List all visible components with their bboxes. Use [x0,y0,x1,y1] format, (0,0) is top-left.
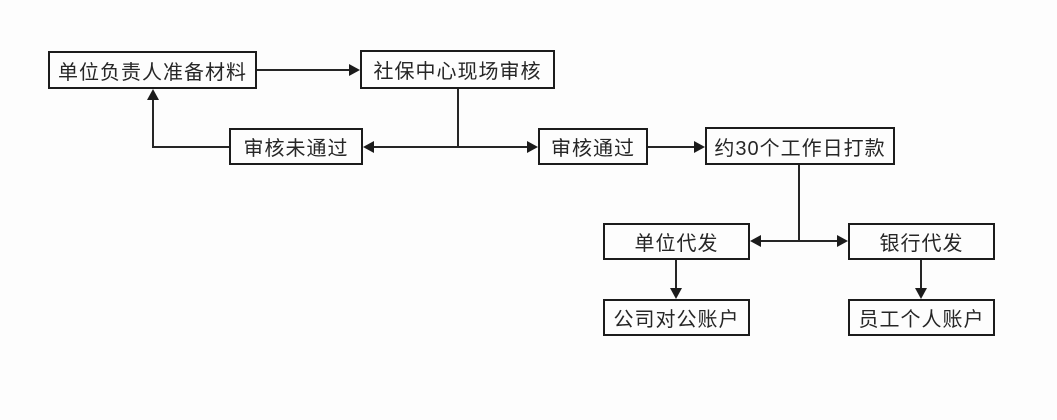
edge-to-review-passed-arrowhead-icon [527,141,538,153]
edge-failed-feedback-arrowhead-icon [147,89,159,100]
edge-to-bank-dist-arrowhead-icon [837,235,848,247]
edge-company-dist-to-account-arrowhead-icon [670,288,682,299]
edge-bank-dist-to-account-line [920,260,922,288]
edge-bank-dist-to-account-arrowhead-icon [915,288,927,299]
node-employee-personal-account: 员工个人账户 [848,299,995,336]
node-prepare-materials: 单位负责人准备材料 [48,51,257,89]
edge-review-stem-line [457,89,459,148]
edge-prepare-to-review-arrowhead-icon [349,64,360,76]
edge-passed-to-payment-arrowhead-icon [694,141,705,153]
node-company-corporate-account: 公司对公账户 [603,299,750,336]
edge-prepare-to-review-line [257,69,349,71]
node-review-passed: 审核通过 [538,128,648,165]
node-company-distribution: 单位代发 [603,223,750,260]
edge-review-split-line [374,146,527,148]
node-social-security-onsite-review: 社保中心现场审核 [360,50,555,89]
edge-to-review-failed-arrowhead-icon [363,141,374,153]
edge-passed-to-payment-line [648,146,694,148]
edge-failed-feedback-horizontal-line [152,146,229,148]
edge-company-dist-to-account-line [675,260,677,288]
edge-payment-split-line [761,240,837,242]
edge-payment-stem-line [798,165,800,242]
node-bank-distribution: 银行代发 [848,223,995,260]
edge-failed-feedback-vertical-line [152,100,154,148]
node-payment-30-workdays: 约30个工作日打款 [705,127,895,165]
node-review-failed: 审核未通过 [229,128,363,165]
edge-to-company-dist-arrowhead-icon [750,235,761,247]
